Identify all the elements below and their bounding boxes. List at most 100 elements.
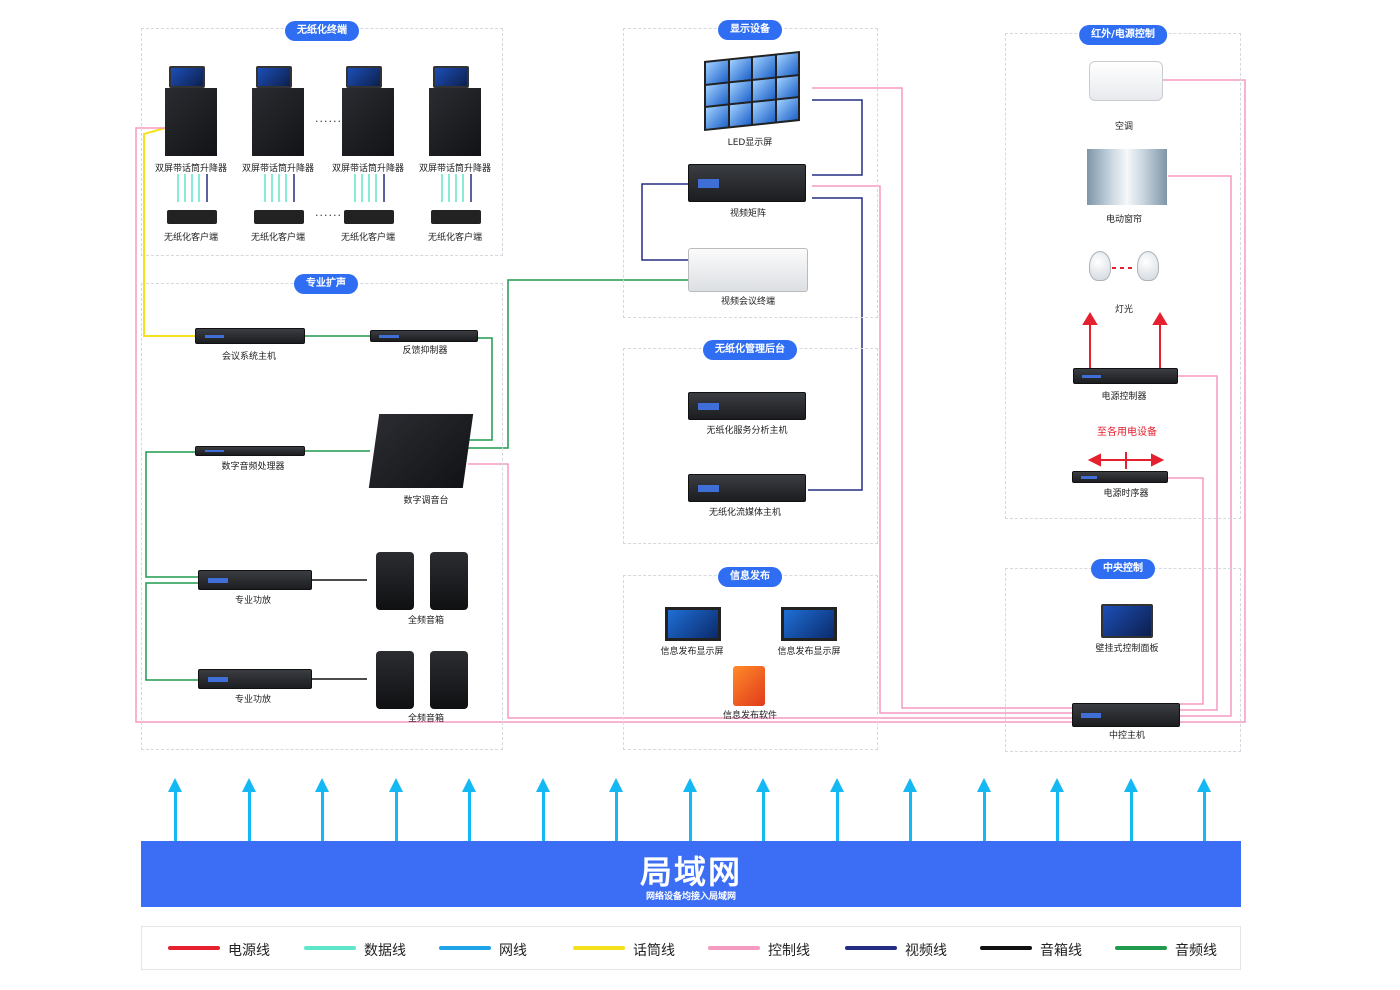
client-2 (254, 210, 304, 224)
network-arrow-icon (829, 778, 844, 841)
ellipsis-clients: ······ (315, 209, 342, 222)
lifter-screen-2 (256, 66, 292, 88)
speaker-label-2: 全频音箱 (407, 714, 445, 724)
conf-host-label: 会议系统主机 (221, 352, 277, 362)
central-host-label: 中控主机 (1108, 731, 1146, 741)
curtain (1087, 149, 1167, 205)
lan-bar: 局域网 网络设备均接入局域网 (141, 841, 1241, 907)
legend-label: 电源线 (228, 943, 270, 959)
network-arrow-icon (1197, 778, 1211, 841)
section-title-display-devices: 显示设备 (718, 20, 782, 40)
info-screen-label-2: 信息发布显示屏 (777, 647, 841, 657)
wall-control-panel (1101, 604, 1153, 638)
lan-subtitle: 网络设备均接入局域网 (645, 892, 736, 902)
legend-label: 音箱线 (1040, 943, 1082, 959)
legend-swatch (168, 946, 220, 950)
legend-label: 控制线 (768, 943, 810, 959)
conf-host (195, 328, 305, 344)
legend-swatch (845, 946, 897, 950)
section-title-central-control: 中央控制 (1091, 559, 1155, 579)
mixer-label: 数字调音台 (403, 496, 449, 506)
client-4 (431, 210, 481, 224)
dsp (195, 446, 305, 456)
speaker-1a (376, 552, 414, 610)
network-arrow-icon (241, 778, 256, 841)
lifter-label-1: 双屏带话筒升降器 (154, 164, 228, 174)
client-label-1: 无纸化客户端 (163, 233, 219, 243)
lifter-4 (429, 88, 481, 156)
lifter-screen-1 (169, 66, 205, 88)
lifter-label-4: 双屏带话筒升降器 (418, 164, 492, 174)
legend-swatch (304, 946, 356, 950)
led-wall (704, 50, 800, 132)
vc-terminal-label: 视频会议终端 (720, 297, 776, 307)
network-arrow-icon (903, 778, 917, 841)
paperless-server-label: 无纸化服务分析主机 (706, 426, 788, 436)
client-label-3: 无纸化客户端 (340, 233, 396, 243)
ellipsis-lifters: ······ (315, 115, 342, 128)
legend-swatch (708, 946, 760, 950)
section-ir-power (1005, 33, 1241, 519)
legend: 电源线 数据线 网线 话筒线 控制线 视频线 音箱线 音频线 (141, 926, 1241, 970)
network-arrow-icon (388, 778, 403, 841)
legend-label: 话筒线 (633, 943, 675, 959)
amplifier-2 (198, 669, 312, 689)
section-title-info-release: 信息发布 (718, 567, 782, 587)
section-title-pro-audio: 专业扩声 (294, 274, 358, 294)
info-screen-2 (781, 607, 837, 641)
speaker-2a (376, 651, 414, 709)
network-arrow-icon (168, 778, 182, 841)
legend-swatch (439, 946, 491, 950)
lifter-3 (342, 88, 394, 156)
sequencer-label: 电源时序器 (1103, 489, 1149, 499)
info-screen-1 (665, 607, 721, 641)
network-arrow-icon (462, 778, 476, 841)
paperless-server (688, 392, 806, 420)
network-arrow-icon (1050, 778, 1064, 841)
info-screen-label-1: 信息发布显示屏 (660, 647, 724, 657)
section-title-paperless-backend: 无纸化管理后台 (703, 340, 797, 360)
air-conditioner (1089, 61, 1163, 101)
bulb-icon (1137, 251, 1159, 281)
lifter-2 (252, 88, 304, 156)
legend-label: 音频线 (1175, 943, 1217, 959)
vc-terminal (688, 248, 808, 292)
network-arrow-icon (609, 778, 623, 841)
network-arrow-icon (1123, 778, 1138, 841)
speaker-1b (430, 552, 468, 610)
legend-swatch (1115, 946, 1167, 950)
network-arrow-icon (756, 778, 770, 841)
legend-label: 数据线 (364, 943, 406, 959)
speaker-label-1: 全频音箱 (407, 616, 445, 626)
lifter-screen-4 (433, 66, 469, 88)
paperless-stream (688, 474, 806, 502)
network-arrow-icon (682, 778, 697, 841)
info-software-icon (733, 666, 765, 706)
feedback-label: 反馈抑制器 (402, 346, 448, 356)
bulb-icon (1089, 251, 1111, 281)
lifter-label-2: 双屏带话筒升降器 (241, 164, 315, 174)
legend-label: 视频线 (905, 943, 947, 959)
lifter-label-3: 双屏带话筒升降器 (331, 164, 405, 174)
section-title-ir-power: 红外/电源控制 (1079, 25, 1167, 45)
amplifier-1 (198, 570, 312, 590)
central-host (1072, 703, 1180, 727)
video-matrix (688, 164, 806, 202)
amp-label-2: 专业功放 (234, 695, 272, 705)
client-label-2: 无纸化客户端 (250, 233, 306, 243)
lifter-screen-3 (346, 66, 382, 88)
network-arrow-icon (315, 778, 329, 841)
panel-label: 壁挂式控制面板 (1095, 644, 1159, 654)
network-arrow-icon (535, 778, 550, 841)
section-info-release (623, 575, 878, 750)
amp-label-1: 专业功放 (234, 596, 272, 606)
curtain-label: 电动窗帘 (1105, 215, 1143, 225)
light-label: 灯光 (1114, 305, 1134, 315)
feedback-suppressor (370, 330, 478, 342)
paperless-stream-label: 无纸化流媒体主机 (708, 508, 782, 518)
ac-label: 空调 (1114, 122, 1134, 132)
client-1 (167, 210, 217, 224)
matrix-label: 视频矩阵 (729, 209, 767, 219)
network-arrow-icon (976, 778, 991, 841)
